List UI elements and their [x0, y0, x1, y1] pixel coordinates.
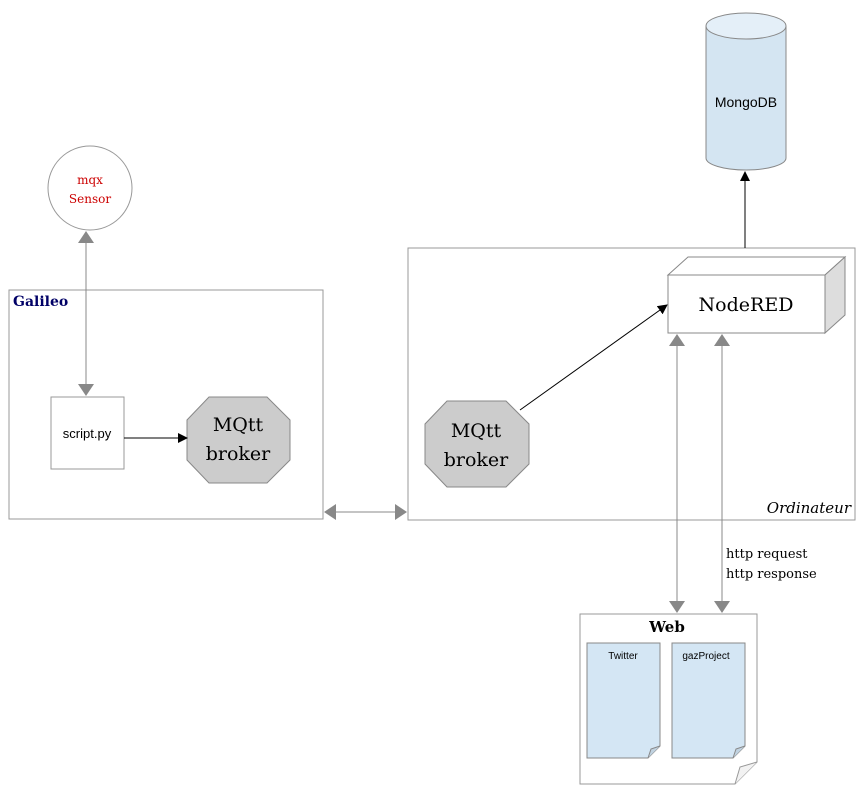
http-request-label: http request — [726, 547, 808, 562]
sensor-line1: mqx — [77, 173, 103, 187]
ordinateur-broker-line2: broker — [444, 449, 509, 471]
ordinateur-label: Ordinateur — [767, 499, 852, 517]
nodered-label: NodeRED — [699, 294, 794, 316]
ordinateur-container: Ordinateur — [407, 247, 856, 521]
gazproject-document: gazProject — [671, 642, 746, 759]
galileo-container: Galileo — [8, 289, 324, 520]
twitter-document: Twitter — [586, 642, 661, 759]
mongodb-database: MongoDB — [705, 12, 787, 171]
galileo-broker-line1: MQtt — [213, 414, 264, 436]
gazproject-label: gazProject — [682, 651, 729, 662]
galileo-broker-line2: broker — [206, 443, 271, 465]
mqx-sensor: mqx Sensor — [47, 145, 133, 231]
galileo-mqtt-broker: MQtt broker — [186, 396, 291, 484]
galileo-label: Galileo — [13, 294, 68, 310]
ordinateur-broker-line1: MQtt — [451, 420, 502, 442]
nodered-node: NodeRED — [666, 255, 847, 335]
web-label: Web — [648, 618, 685, 636]
broker-nodered-arrow — [519, 304, 668, 411]
ordinateur-mqtt-broker: MQtt broker — [424, 400, 530, 488]
sensor-line2: Sensor — [69, 192, 111, 206]
script-box: script.py — [50, 396, 125, 470]
twitter-label: Twitter — [608, 651, 638, 662]
http-response-label: http response — [726, 567, 817, 582]
script-label: script.py — [63, 426, 112, 441]
mongodb-label: MongoDB — [715, 94, 777, 110]
